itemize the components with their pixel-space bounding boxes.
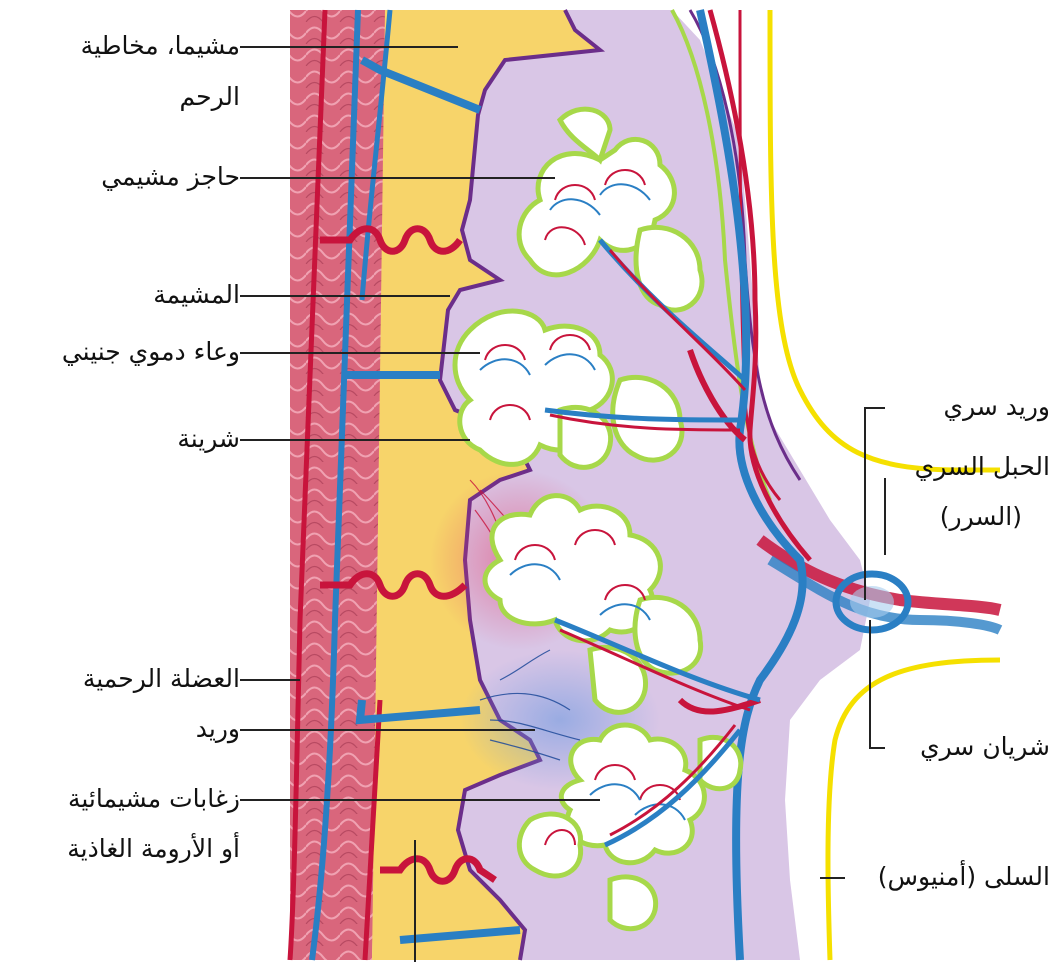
label-vein: وريد — [195, 714, 240, 743]
label-chorionic-villi-2: أو الأرومة الغاذية — [67, 834, 240, 863]
label-chorionic-septum: حاجز مشيمي — [101, 162, 240, 191]
label-decidua-basalis: مشيما، مخاطية — [80, 31, 240, 60]
label-chorion: المشيمة — [153, 280, 240, 309]
label-chorionic-villi: زغابات مشيمائية — [67, 784, 240, 813]
label-amnion: السلى (أمنيوس) — [877, 862, 1050, 891]
label-umbilical-cord: الحبل السري — [914, 452, 1050, 481]
leader-lines — [240, 46, 886, 962]
amnion-line — [767, 9, 1000, 473]
label-umbilical-artery: شريان سري — [920, 732, 1050, 761]
label-umbilical-vein: وريد سري — [943, 392, 1050, 421]
label-umbilical-cord-2: (السرر) — [939, 502, 1022, 531]
label-fetal-vessel: وعاء دموي جنيني — [61, 337, 240, 366]
label-arteriole: شرينة — [177, 424, 240, 453]
label-decidua-basalis-2: الرحم — [179, 82, 240, 111]
umbilical-cord — [756, 535, 1002, 616]
villus-cluster-lower — [482, 493, 704, 715]
label-myometrium: العضلة الرحمية — [82, 664, 240, 693]
